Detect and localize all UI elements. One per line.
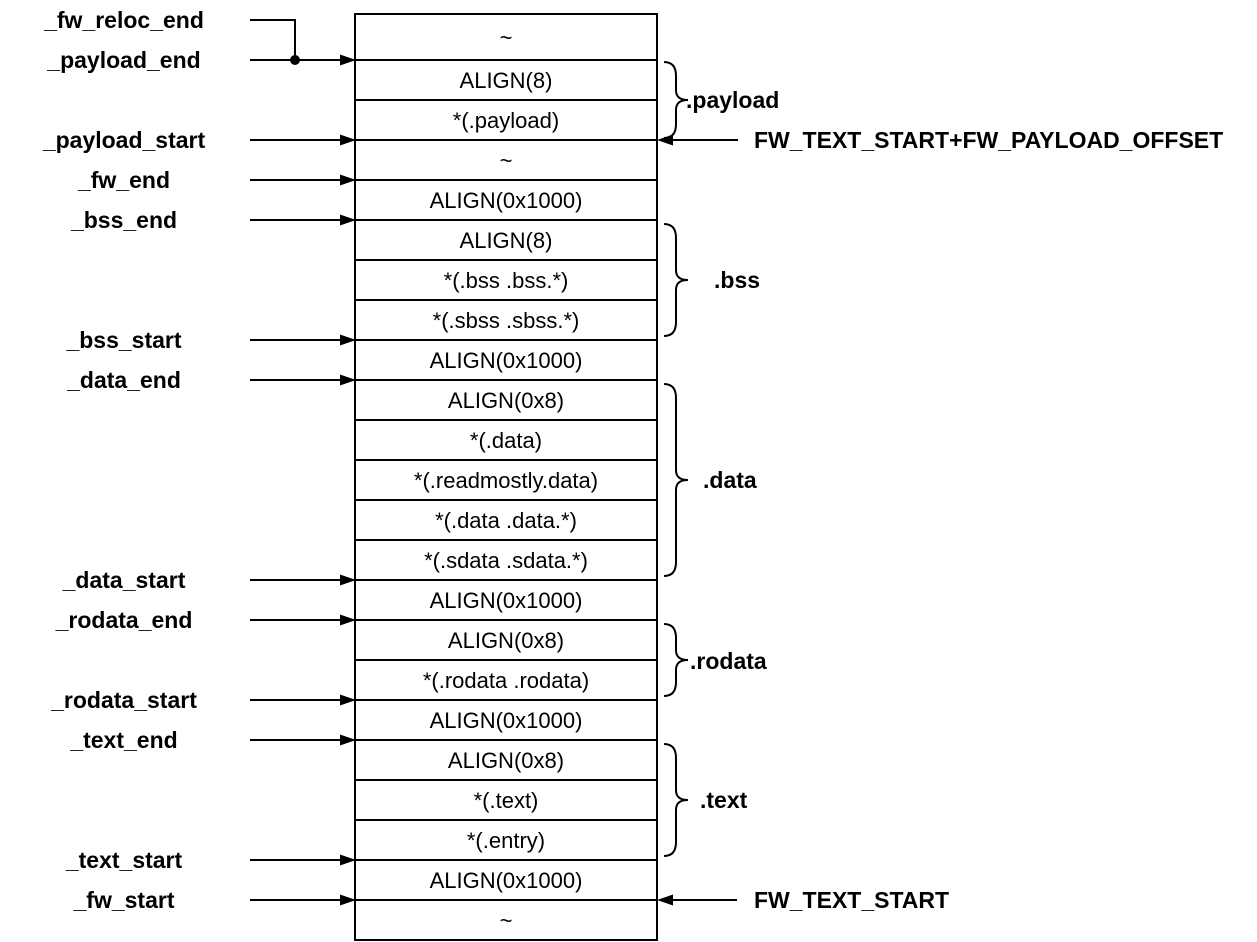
row-dividers (355, 59, 657, 901)
pointer-elbow-line (250, 19, 296, 60)
memory-row-label: ALIGN(0x8) (448, 748, 564, 773)
symbol-label: _rodata_end (55, 607, 193, 633)
section-label: .text (700, 787, 748, 813)
symbol-pointer-bss-end: _bss_end (70, 207, 356, 233)
memory-row-label: ~ (500, 148, 513, 173)
memory-row-label: *(.data) (470, 428, 542, 453)
arrowhead-icon (340, 174, 356, 186)
brace-icon (663, 623, 689, 697)
memory-row-label: *(.rodata .rodata) (423, 668, 589, 693)
address-label: FW_TEXT_START (754, 887, 949, 913)
symbol-label: _fw_start (73, 887, 175, 913)
memory-row-label: *(.text) (474, 788, 539, 813)
symbol-pointer-rodata-end: _rodata_end (55, 607, 356, 633)
memory-box (354, 13, 658, 941)
memory-row-label: *(.entry) (467, 828, 545, 853)
memory-row-label: ALIGN(0x1000) (430, 188, 583, 213)
symbol-label: _rodata_start (50, 687, 197, 713)
symbol-pointer-payload-end: _payload_end (46, 47, 356, 73)
memory-row-label: ALIGN(0x8) (448, 628, 564, 653)
brace-icon (663, 383, 689, 577)
symbol-label: _text_start (65, 847, 183, 873)
symbol-label: _data_start (62, 567, 186, 593)
arrowhead-icon (340, 574, 356, 586)
section-payload: .payload (663, 61, 779, 139)
section-label: .rodata (690, 648, 767, 674)
address-label: FW_TEXT_START+FW_PAYLOAD_OFFSET (754, 127, 1223, 153)
memory-rows: ~ ALIGN(8) *(.payload) ~ ALIGN(0x1000) A… (414, 25, 598, 933)
symbol-label: _payload_start (42, 127, 206, 153)
section-label: .payload (686, 87, 779, 113)
symbol-pointer-fw-reloc-end: _fw_reloc_end (43, 7, 300, 65)
arrowhead-icon (340, 854, 356, 866)
memory-row-label: ALIGN(8) (460, 68, 553, 93)
symbol-pointer-payload-start: _payload_start (42, 127, 356, 153)
arrowhead-icon (340, 54, 356, 66)
arrowhead-icon (340, 334, 356, 346)
memory-row-label: *(.sdata .sdata.*) (424, 548, 588, 573)
section-label: .bss (714, 267, 760, 293)
symbol-label: _text_end (69, 727, 177, 753)
memory-row-label: *(.readmostly.data) (414, 468, 598, 493)
section-bss: .bss (663, 223, 760, 337)
memory-row-label: ALIGN(0x1000) (430, 868, 583, 893)
arrowhead-icon (340, 614, 356, 626)
symbol-pointer-text-end: _text_end (69, 727, 356, 753)
section-data: .data (663, 383, 757, 577)
memory-row-label: ALIGN(0x1000) (430, 708, 583, 733)
memory-row-label: *(.sbss .sbss.*) (433, 308, 580, 333)
arrowhead-icon (340, 694, 356, 706)
memory-row-label: ~ (500, 908, 513, 933)
arrowhead-icon (657, 894, 673, 906)
symbol-pointer-text-start: _text_start (65, 847, 356, 873)
memory-row-label: *(.bss .bss.*) (444, 268, 569, 293)
memory-row-label: ALIGN(0x8) (448, 388, 564, 413)
symbol-pointer-data-start: _data_start (62, 567, 356, 593)
symbol-pointer-bss-start: _bss_start (65, 327, 356, 353)
address-pointer-fw-text-start: FW_TEXT_START (657, 887, 949, 913)
section-rodata: .rodata (663, 623, 767, 697)
brace-icon (663, 743, 689, 857)
section-text: .text (663, 743, 748, 857)
section-label: .data (703, 467, 757, 493)
memory-row-label: *(.payload) (453, 108, 559, 133)
symbol-label: _data_end (66, 367, 181, 393)
arrowhead-icon (340, 894, 356, 906)
memory-row-label: ALIGN(8) (460, 228, 553, 253)
symbol-label: _bss_end (70, 207, 177, 233)
arrowhead-icon (340, 134, 356, 146)
symbol-pointer-data-end: _data_end (66, 367, 356, 393)
memory-row-label: ALIGN(0x1000) (430, 348, 583, 373)
arrowhead-icon (340, 374, 356, 386)
memory-row-label: ~ (500, 25, 513, 50)
symbol-pointer-fw-end: _fw_end (77, 167, 356, 193)
symbol-pointer-fw-start: _fw_start (73, 887, 356, 913)
address-pointer-payload-offset: FW_TEXT_START+FW_PAYLOAD_OFFSET (657, 127, 1223, 153)
arrowhead-icon (340, 734, 356, 746)
brace-icon (663, 61, 689, 139)
memory-row-label: *(.data .data.*) (435, 508, 577, 533)
symbol-label: _fw_reloc_end (43, 7, 204, 33)
brace-icon (663, 223, 689, 337)
arrowhead-icon (340, 214, 356, 226)
symbol-label: _payload_end (46, 47, 200, 73)
arrowhead-icon (657, 134, 673, 146)
symbol-label: _fw_end (77, 167, 170, 193)
symbol-label: _bss_start (65, 327, 181, 353)
symbol-pointer-rodata-start: _rodata_start (50, 687, 356, 713)
memory-row-label: ALIGN(0x1000) (430, 588, 583, 613)
